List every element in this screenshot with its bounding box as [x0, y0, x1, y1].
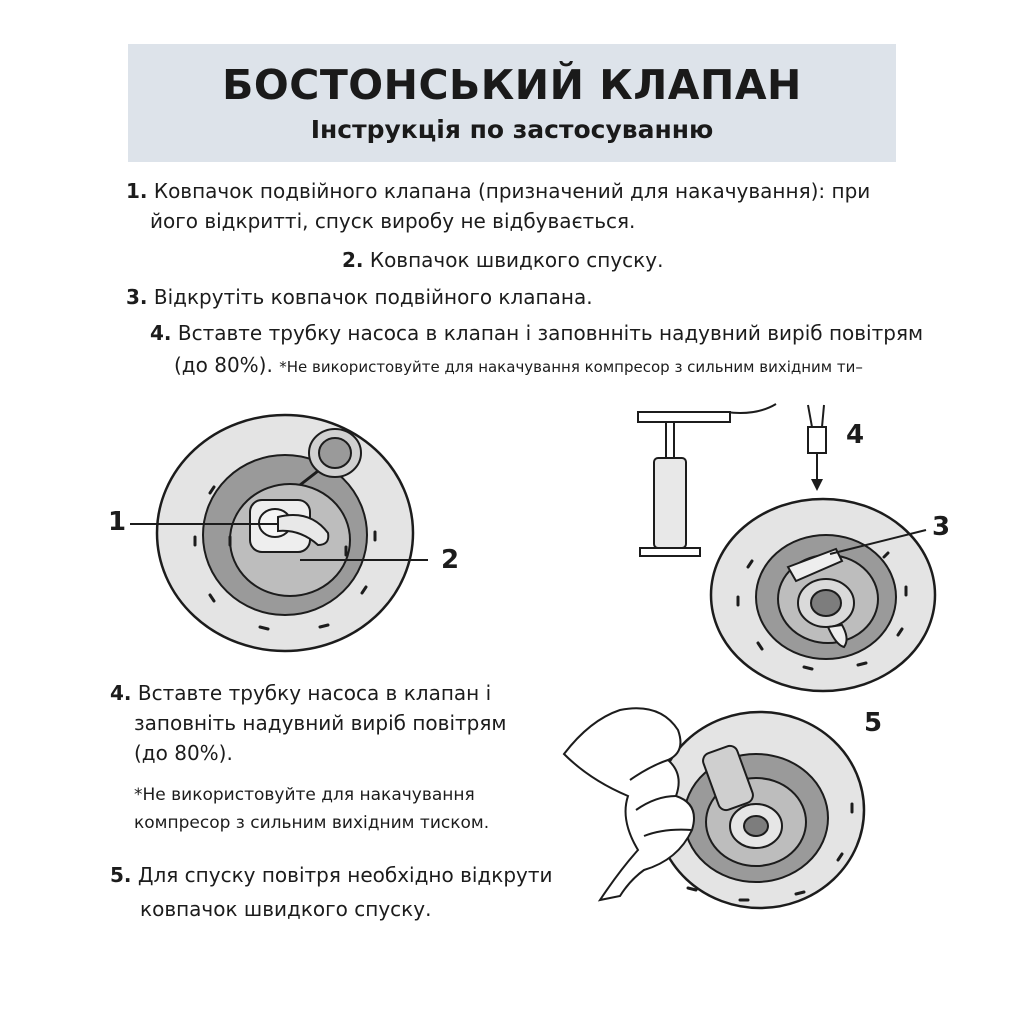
bottom-item-5-line-1: 5. Для спуску повітря необхідно відкрути [110, 860, 553, 890]
top-item-3-text: Відкрутіть ковпачок подвійного клапана. [153, 285, 593, 309]
callout-line-1 [130, 523, 278, 525]
top-item-4-line-1: 4. Вставте трубку насоса в клапан і запо… [150, 318, 923, 348]
callout-line-3 [829, 529, 927, 555]
bottom-item-5-number: 5. [110, 863, 132, 887]
top-item-1-text: Ковпачок подвійного клапана (призначений… [153, 179, 871, 203]
top-item-2-number: 2. [342, 248, 364, 272]
valve-illustration-2 [709, 497, 937, 693]
page-subtitle: Інструкція по застосуванню [310, 115, 714, 144]
top-item-4-line-2: (до 80%). *Не використовуйте для накачув… [174, 350, 863, 382]
callout-1: 1 [108, 507, 127, 537]
top-item-3-number: 3. [126, 285, 148, 309]
pump-nozzle-arrow [807, 404, 827, 491]
callout-2: 2 [441, 545, 460, 575]
callout-line-2 [300, 559, 428, 561]
bottom-item-4-line-2: заповніть надувний виріб повітрям [134, 711, 507, 735]
warning-note-line-1: *Не використовуйте для накачування [134, 785, 475, 805]
title-banner: БОСТОНСЬКИЙ КЛАПАН Інструкція по застосу… [128, 44, 896, 162]
top-item-1-number: 1. [126, 179, 148, 203]
bottom-item-4-line-1: 4. Вставте трубку насоса в клапан і [110, 678, 491, 708]
bottom-item-4-line-3: (до 80%). [134, 741, 233, 765]
warning-note-line-2: компресор з сильним вихідним тиском. [134, 813, 490, 833]
top-item-4-warning: *Не використовуйте для накачування компр… [279, 358, 863, 376]
callout-5: 5 [864, 708, 883, 738]
top-item-2-text: Ковпачок швидкого спуску. [369, 248, 664, 272]
top-item-1-line-2: його відкритті, спуск виробу не відбуває… [150, 209, 636, 233]
hand-pump-illustration [637, 403, 777, 557]
top-item-4-number: 4. [150, 321, 172, 345]
bottom-item-5-line-2: ковпачок швидкого спуску. [140, 897, 432, 921]
valve-illustration-3 [562, 707, 866, 910]
page-title: БОСТОНСЬКИЙ КЛАПАН [222, 61, 802, 109]
callout-3: 3 [932, 512, 951, 542]
bottom-item-4-number: 4. [110, 681, 132, 705]
top-item-4-percent: (до 80%). [174, 353, 273, 377]
top-item-1-line-1: 1. Ковпачок подвійного клапана (призначе… [126, 176, 870, 206]
bottom-item-4-text: Вставте трубку насоса в клапан і [137, 681, 492, 705]
top-item-3: 3. Відкрутіть ковпачок подвійного клапан… [126, 282, 593, 312]
top-item-4-text: Вставте трубку насоса в клапан і заповнн… [177, 321, 924, 345]
bottom-item-5-text: Для спуску повітря необхідно відкрути [137, 863, 553, 887]
callout-4: 4 [846, 420, 865, 450]
top-item-2: 2. Ковпачок швидкого спуску. [342, 245, 663, 275]
valve-illustration-1 [155, 413, 415, 653]
